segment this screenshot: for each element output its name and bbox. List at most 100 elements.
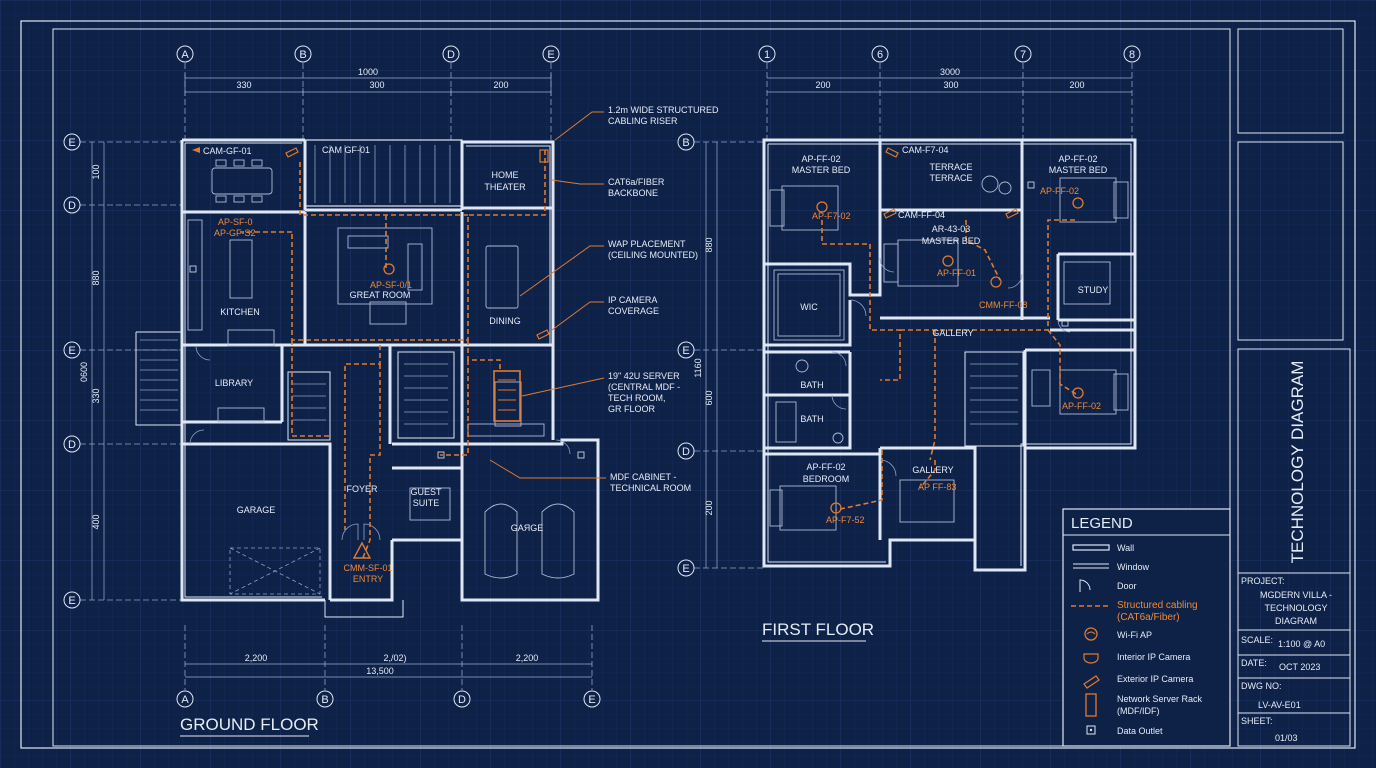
- scale-label: SCALE:: [1241, 635, 1273, 645]
- gf-grid-top-2: D: [447, 49, 455, 61]
- gf-grid-bottom-2: D: [458, 694, 466, 706]
- label-ap-ff-02: AP-FF-02: [1040, 186, 1079, 196]
- outer-border: [20, 20, 1356, 749]
- gf-furniture: [187, 159, 575, 579]
- label-cam-entry-1: CMM-SF-01: [344, 563, 393, 573]
- room-foyer: FOYER: [346, 484, 378, 494]
- ff-grid-left-1: E: [682, 345, 689, 357]
- ff-room-master-bed-center-1: AR-43-03: [932, 224, 971, 234]
- ff-room-study: STUDY: [1078, 285, 1109, 295]
- label-cam-entry-2: ENTRY: [353, 574, 383, 584]
- interior-camera-icon: [990, 276, 1002, 288]
- ff-grid-top-2: 7: [1020, 49, 1026, 61]
- label-cam-ff-04: CAM-FF-04: [898, 210, 945, 220]
- project-value-2: TECHNOLOGY: [1264, 603, 1327, 613]
- wifi-ap-icon: [1072, 387, 1084, 399]
- first-floor-plan: 1 6 7 8 3000 200 300 200 B E D E 880 116…: [677, 45, 1141, 642]
- annotation-mdf-1: MDF CABINET -: [610, 472, 676, 482]
- gf-grid-left-1: D: [68, 200, 76, 212]
- scale-value: 1:100 @ A0: [1278, 639, 1325, 649]
- gf-dim-left-2: 0600: [79, 362, 89, 382]
- gf-dim-left-0: 100: [91, 164, 101, 179]
- legend-title: LEGEND: [1071, 515, 1133, 532]
- ff-room-labels: AP-FF-02 MASTER BED TERRACE TERRACE AP-F…: [792, 154, 1109, 484]
- drawing-border: [52, 28, 1231, 747]
- gf-dim-left-4: 400: [91, 514, 101, 529]
- interior-camera-icon: [1083, 653, 1099, 664]
- legend-item-8: Data Outlet: [1117, 726, 1163, 736]
- gf-grid-left-2: E: [68, 345, 75, 357]
- wifi-ap-icon: [383, 263, 395, 275]
- ff-room-bath-1: BATH: [800, 380, 823, 390]
- ff-structured-cabling: [821, 219, 1077, 511]
- legend-item-3b: (CAT6a/Fiber): [1117, 612, 1180, 623]
- sheet-label: SHEET:: [1241, 716, 1273, 726]
- room-kitchen: KITCHEN: [220, 307, 260, 317]
- data-outlet-icon: [1027, 181, 1035, 189]
- legend-item-5: Interior IP Camera: [1117, 652, 1190, 662]
- gf-dims-bottom: 2,200 2,/02) 2,200 13,500 A B D E: [176, 625, 601, 708]
- annotation-camera-2: COVERAGE: [608, 306, 659, 316]
- gf-dim-top-0: 330: [236, 80, 251, 90]
- annotation-backbone-2: BACKBONE: [608, 188, 658, 198]
- ff-grid-left: B E D E 880 1160 600 200: [677, 133, 764, 577]
- dwg-value: LV-AV-E01: [1258, 700, 1301, 710]
- label-ap-f7-02: AP-F7-02: [812, 211, 851, 221]
- ff-dim-top-0: 200: [815, 80, 830, 90]
- gf-dim-left-3: 330: [91, 388, 101, 403]
- ff-room-terrace-1: TERRACE: [929, 162, 972, 172]
- sheet-value: 01/03: [1275, 733, 1298, 743]
- data-outlet-icon: [189, 265, 197, 273]
- room-home-theater-1: HOME: [492, 170, 519, 180]
- gf-grid-top-1: B: [299, 49, 306, 61]
- annotation-riser-2: CABLING RISER: [608, 116, 678, 126]
- title-block: TECHNOLOGY DIAGRAM PROJECT: MGDERN VILLA…: [1237, 28, 1351, 747]
- date-label: DATE:: [1241, 658, 1267, 668]
- ff-room-master-bed-left-2: MASTER BED: [792, 165, 851, 175]
- ff-dim-left-3: 200: [704, 500, 714, 515]
- gf-dim-bottom-0: 2,200: [245, 653, 268, 663]
- interior-camera-icon: [192, 147, 200, 153]
- label-ap-ff-02c: AP-FF-02: [1062, 401, 1101, 411]
- ff-room-master-bed-right-1: AP-FF-02: [1058, 154, 1097, 164]
- annotation-mdf-2: TECHNICAL ROOM: [610, 483, 691, 493]
- ff-grid-left-0: B: [682, 137, 689, 149]
- ff-device-labels: CAM-F7-04 CAM-FF-04 AP-F7-02 AP-FF-02 AP…: [812, 145, 1101, 525]
- ff-grid-top-1: 6: [877, 49, 883, 61]
- legend-item-1: Window: [1117, 562, 1150, 572]
- gf-dim-left-1: 880: [91, 270, 101, 285]
- annotation-server-3: TECH ROOM,: [608, 393, 666, 403]
- wall-icon: [1072, 544, 1110, 551]
- annotation-server-2: (CENTRAL MDF -: [608, 382, 680, 392]
- gf-grid-bottom-3: E: [588, 694, 595, 706]
- ff-furniture: [769, 175, 1129, 531]
- annotation-server-1: 19" 42U SERVER: [608, 371, 680, 381]
- legend-item-2: Door: [1117, 581, 1137, 591]
- label-cam-f7-04: CAM-F7-04: [902, 145, 949, 155]
- gf-grid-bottom-0: A: [181, 694, 189, 706]
- label-ap-sf-01: AP-SF-0/1: [370, 280, 412, 290]
- room-garage-2: GAЯGE: [511, 523, 544, 533]
- annotation-server-4: GR FLOOR: [608, 404, 656, 414]
- room-garage: GARAGE: [237, 505, 276, 515]
- annotation-backbone-1: CAT6a/FIBER: [608, 177, 665, 187]
- ff-dim-top-1: 300: [943, 80, 958, 90]
- ff-room-wic: WIC: [800, 302, 818, 312]
- gf-devices: [189, 147, 585, 559]
- dwg-label: DWG NO:: [1241, 681, 1282, 691]
- label-cam-ff-08: CMM-FF-08: [979, 300, 1028, 310]
- gf-dims-top: 1000 330 300 200: [184, 67, 552, 96]
- label-ap-f7-52: AP-F7-52: [826, 515, 865, 525]
- ff-title: FIRST FLOOR: [762, 620, 874, 639]
- gf-grid-bottom-1: B: [321, 694, 328, 706]
- legend-item-0: Wall: [1117, 543, 1134, 553]
- ff-dim-left-1: 1160: [693, 358, 703, 377]
- gf-grid-left-4: E: [68, 595, 75, 607]
- data-outlet-icon: [1086, 725, 1096, 735]
- ff-grid-left-3: E: [682, 563, 689, 575]
- label-ap-ff-83: AP FF-83: [918, 482, 956, 492]
- ff-devices: [816, 147, 1084, 514]
- ff-room-bedroom-2: BEDROOM: [803, 474, 850, 484]
- entry-camera-icon: [352, 541, 372, 559]
- gf-device-labels: CAM-GF-01 CAM GF-01 AP-SF-0 AP-GF-S2 AP-…: [203, 145, 412, 584]
